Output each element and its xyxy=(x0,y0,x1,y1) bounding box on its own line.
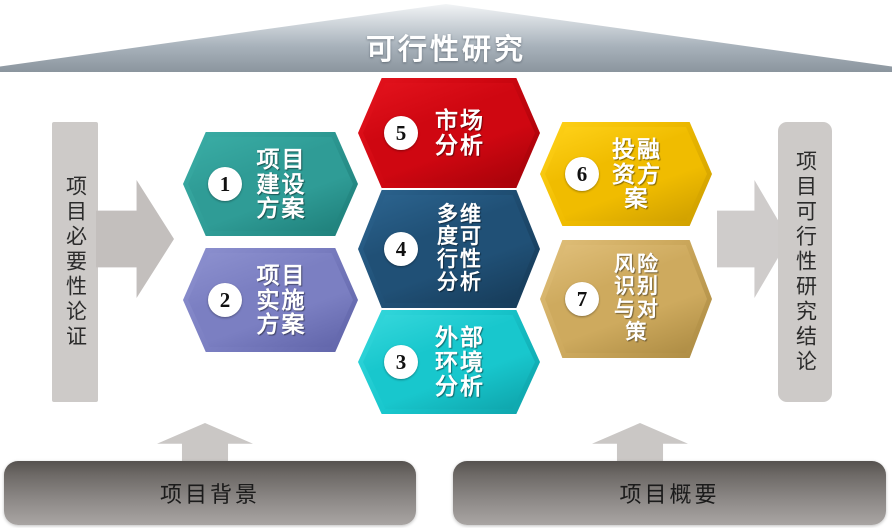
right-label-panel: 项目可行性研究结论 xyxy=(778,122,832,402)
bottom-bar-2[interactable]: 项目概要 xyxy=(453,461,886,525)
arrow-right-icon-left xyxy=(96,180,174,298)
right-label-text: 项目可行性研究结论 xyxy=(793,149,818,375)
bottom-bar-1[interactable]: 项目背景 xyxy=(4,461,416,525)
bottom-bar-label: 项目背景 xyxy=(159,483,260,508)
hexagon-number-badge-4: 4 xyxy=(384,232,418,266)
hexagon-number-badge-5: 5 xyxy=(384,116,418,150)
left-label-panel: 项目必要性论证 xyxy=(52,122,98,402)
page-title: 可行性研究 xyxy=(365,34,526,66)
left-label-text: 项目必要性论证 xyxy=(63,174,88,350)
hexagon-number-badge-1: 1 xyxy=(208,167,242,201)
arrow-up-icon-1 xyxy=(157,423,253,463)
hexagon-number-badge-3: 3 xyxy=(384,345,418,379)
arrow-up-icon-2 xyxy=(592,423,688,463)
hexagon-number-badge-2: 2 xyxy=(208,283,242,317)
hexagon-3[interactable]: 外部环境分析 xyxy=(358,310,540,414)
hexagon-number-badge-6: 6 xyxy=(565,157,599,191)
hexagon-number-badge-7: 7 xyxy=(565,282,599,316)
bottom-bar-label: 项目概要 xyxy=(619,483,720,508)
